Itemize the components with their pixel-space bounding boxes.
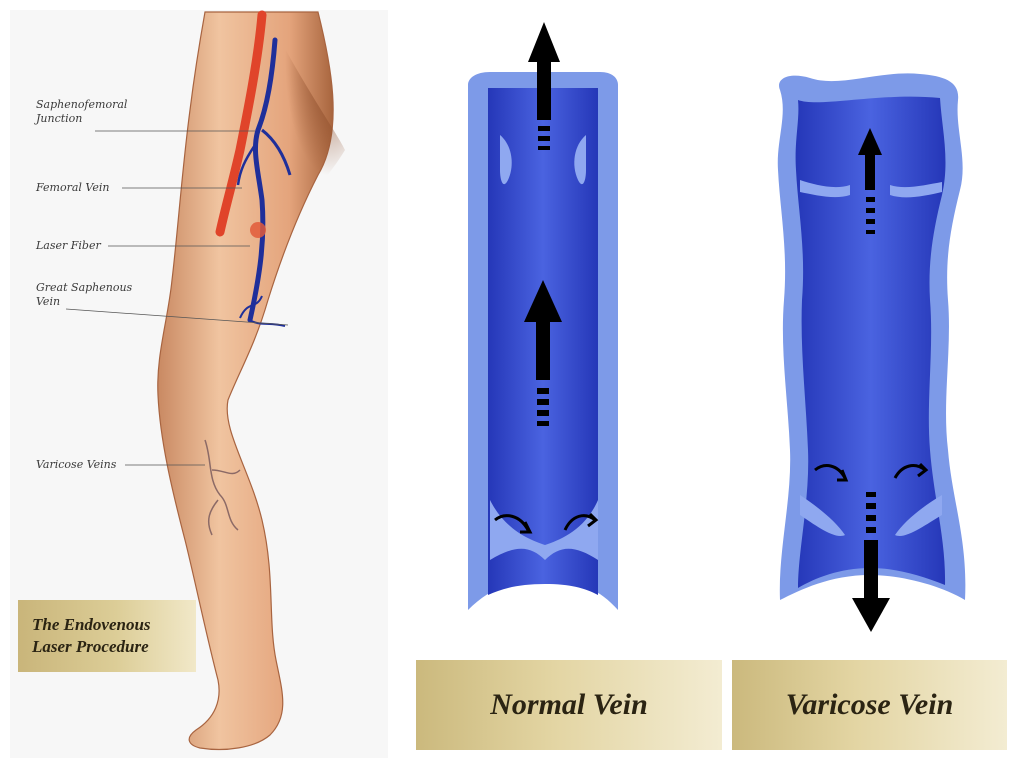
normal-vein-title: Normal Vein [416, 660, 722, 750]
label-saphenofemoral-line1: Saphenofemoral [36, 98, 127, 112]
varicose-arrow-up-shaft [865, 150, 875, 190]
label-great-saphenous-line2: Vein [36, 295, 132, 309]
procedure-banner-line1: The Endovenous [32, 614, 151, 636]
varicose-arrow-down-head [852, 598, 890, 632]
laser-fiber-tip [250, 222, 266, 238]
label-laser-fiber: Laser Fiber [36, 239, 101, 253]
normal-arrow-top-shaft [537, 60, 551, 120]
varicose-vein-diagram [778, 73, 966, 632]
normal-arrow-top-head [528, 22, 560, 62]
label-great-saphenous-vein: Great Saphenous Vein [36, 281, 132, 309]
label-femoral-vein: Femoral Vein [36, 181, 109, 195]
varicose-arrow-down-shaft [864, 540, 878, 600]
label-varicose-veins: Varicose Veins [36, 458, 116, 472]
label-saphenofemoral: Saphenofemoral Junction [36, 98, 127, 126]
procedure-banner-line2: Laser Procedure [32, 636, 151, 658]
label-saphenofemoral-line2: Junction [36, 112, 127, 126]
label-great-saphenous-line1: Great Saphenous [36, 281, 132, 295]
normal-vein-diagram [468, 22, 618, 610]
normal-arrow-mid-shaft [536, 320, 550, 380]
varicose-vein-title: Varicose Vein [732, 660, 1007, 750]
procedure-banner: The Endovenous Laser Procedure [18, 600, 196, 672]
